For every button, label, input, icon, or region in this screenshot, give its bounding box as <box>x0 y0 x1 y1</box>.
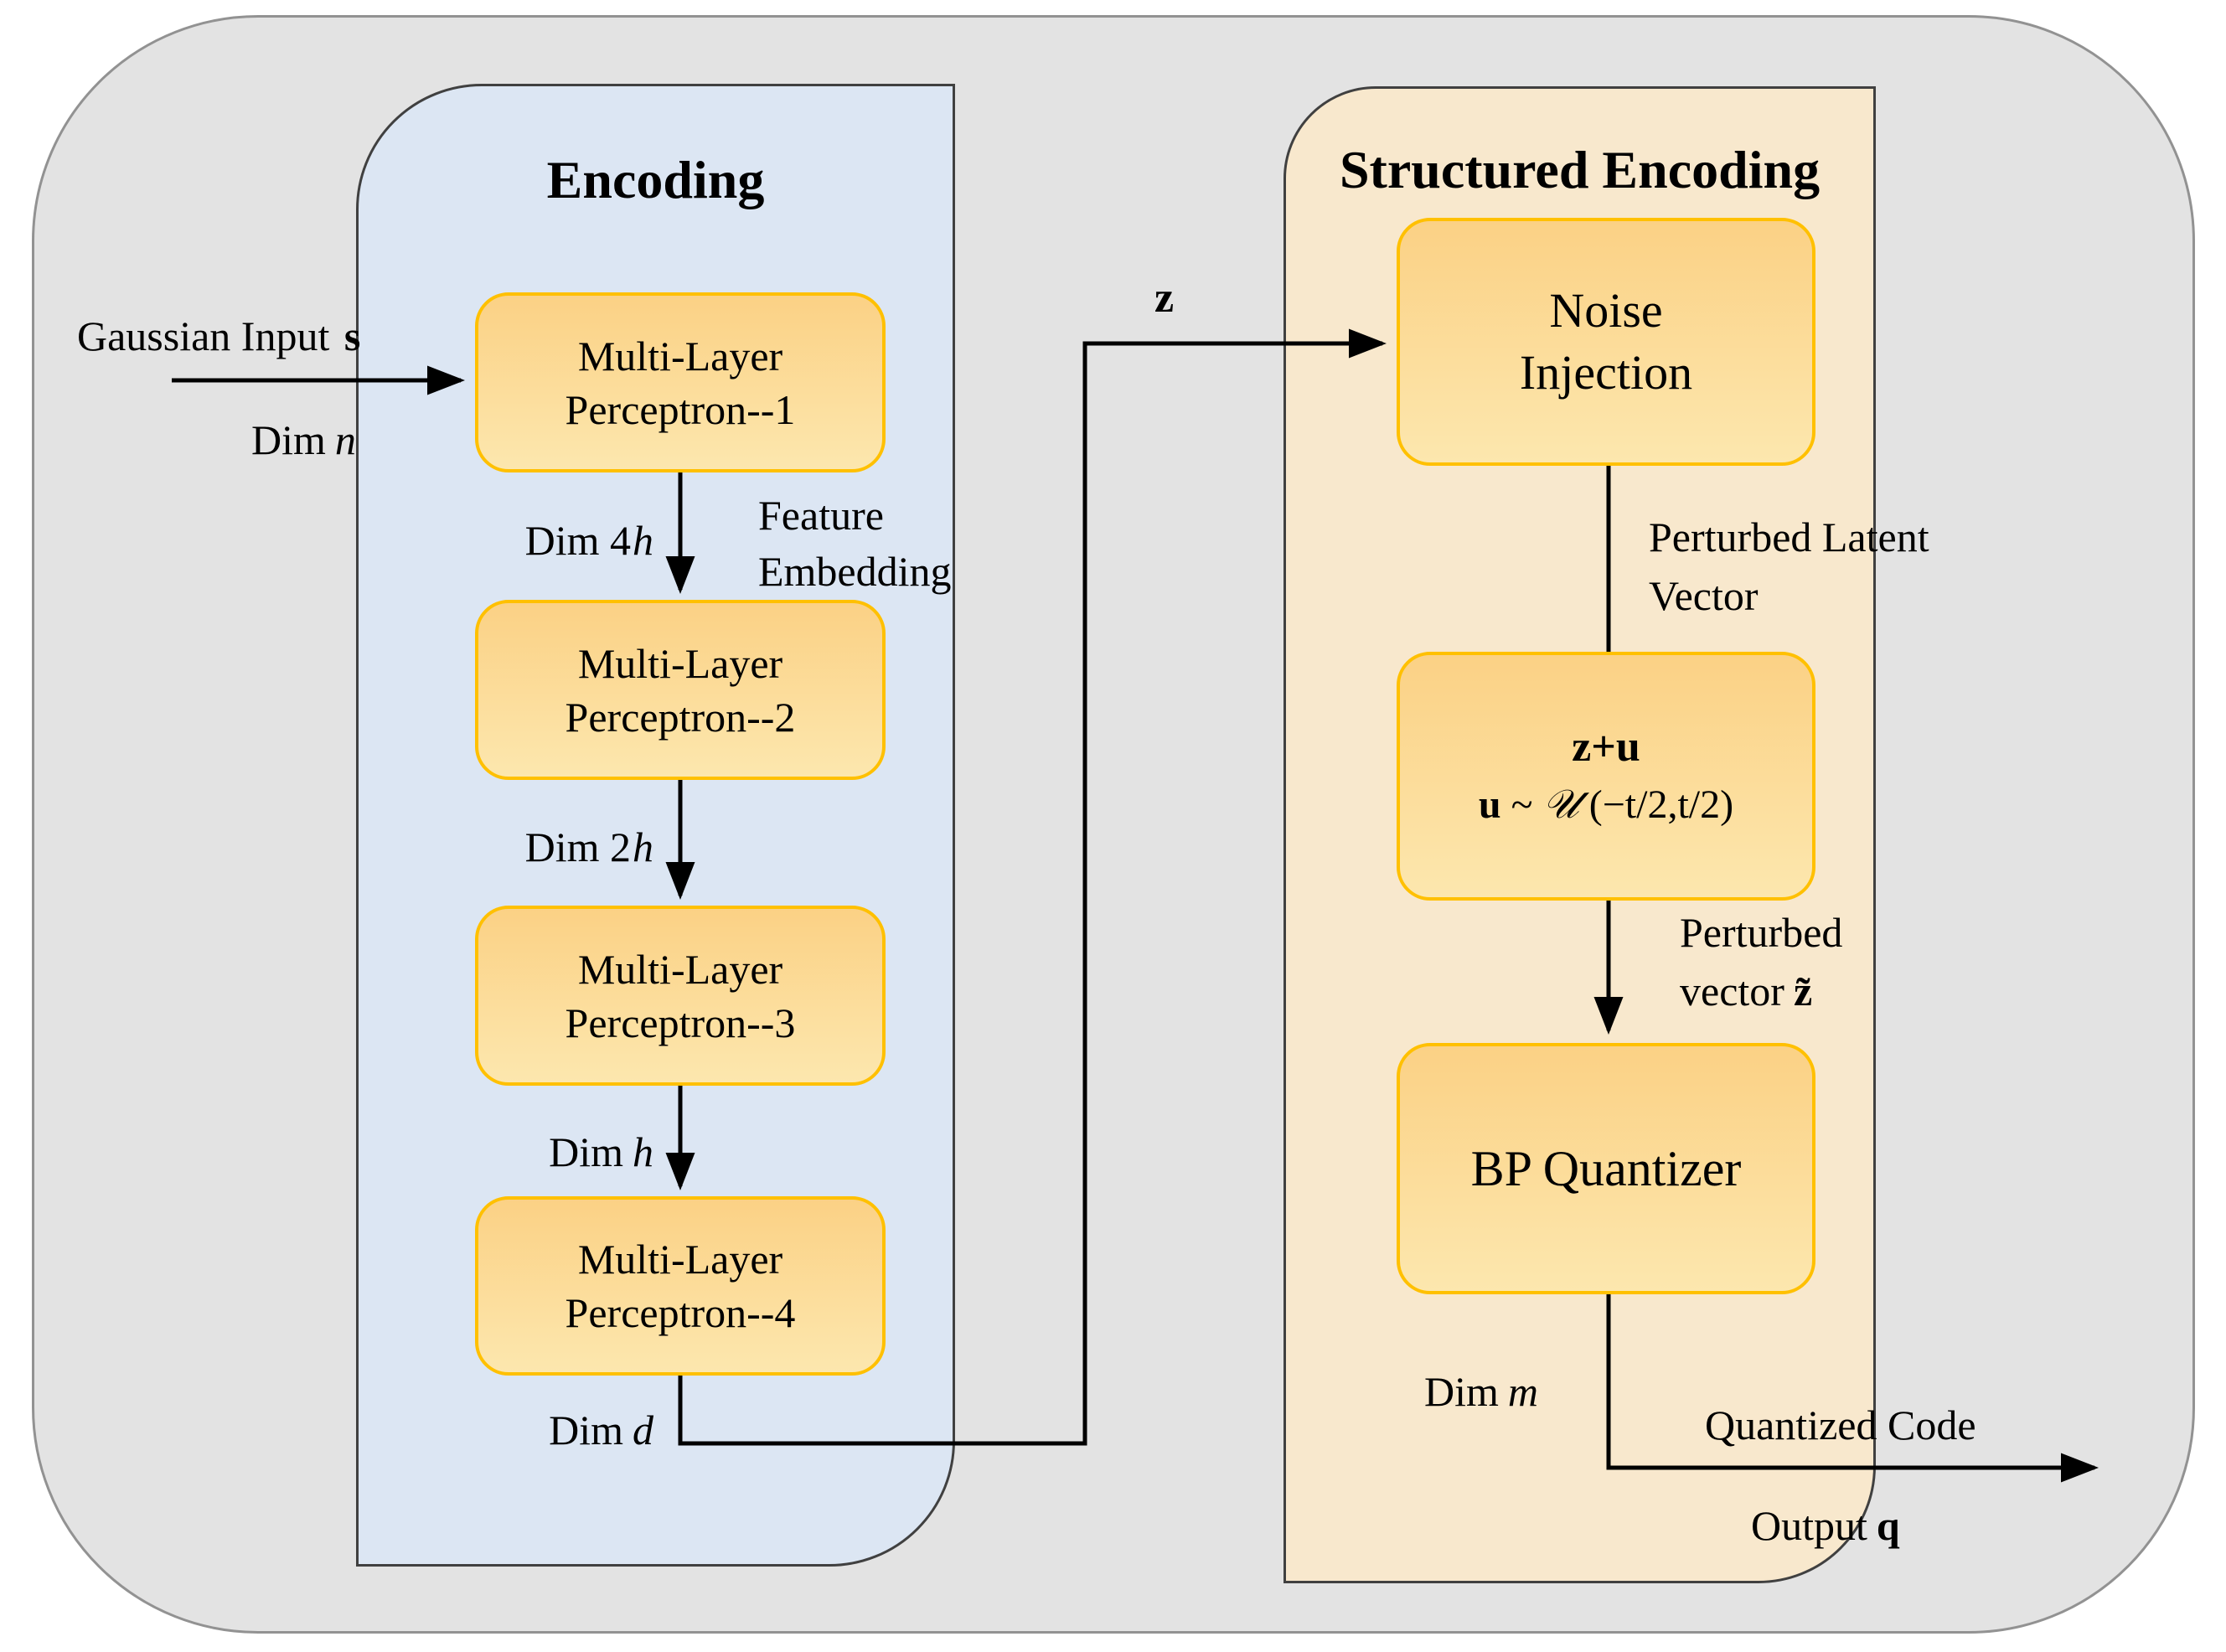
dim-2h-label: Dim 2h <box>478 819 653 875</box>
z-symbol-label: z <box>1154 274 1175 322</box>
structured-encoding-title: Structured Encoding <box>1339 140 1821 199</box>
mlp-1-line1: Multi-Layer <box>577 332 783 379</box>
dim-d-text: Dim <box>549 1407 623 1453</box>
noise-model-box: z+u u ~ 𝒰 (−t/2,t/2) <box>1397 652 1815 901</box>
feature-embedding-line2: Embedding <box>758 548 952 595</box>
perturbed-latent-line2: Vector <box>1649 572 1759 619</box>
output-arrow <box>1606 1294 2099 1483</box>
noise-injection-line1: Noise <box>1549 283 1663 338</box>
bp-quantizer-label: BP Quantizer <box>1470 1140 1742 1196</box>
noise-model-line1: z+u <box>1572 723 1640 771</box>
dim-4h-label: Dim 4h <box>478 513 653 569</box>
mlp-3-line1: Multi-Layer <box>577 945 783 993</box>
perturbed-latent-label: Perturbed Latent Vector <box>1649 508 1929 625</box>
dim-h-symbol: h <box>633 1128 653 1175</box>
mlp-1-box: Multi-Layer Perceptron--1 <box>475 292 886 472</box>
mlp-4-box: Multi-Layer Perceptron--4 <box>475 1196 886 1376</box>
output-text: Output <box>1751 1502 1867 1549</box>
encoding-title: Encoding <box>546 150 765 209</box>
noise-model-line2: u ~ 𝒰 (−t/2,t/2) <box>1479 776 1733 834</box>
bp-quantizer-box: BP Quantizer <box>1397 1043 1815 1294</box>
mlp-2-line1: Multi-Layer <box>577 639 783 687</box>
mlp-2-box: Multi-Layer Perceptron--2 <box>475 600 886 780</box>
dim-n-text: Dim <box>251 416 326 463</box>
input-symbol-s: s <box>343 312 361 359</box>
mlp-4-line2: Perceptron--4 <box>565 1289 796 1336</box>
noise-injection-box: Noise Injection <box>1397 218 1815 466</box>
feature-embedding-label: Feature Embedding <box>758 488 952 600</box>
feature-embedding-line1: Feature <box>758 492 884 539</box>
mlp-2-line2: Perceptron--2 <box>565 693 796 741</box>
dim-4h-text: Dim 4 <box>524 517 631 564</box>
mlp-3-line2: Perceptron--3 <box>565 999 796 1046</box>
mlp-3-box: Multi-Layer Perceptron--3 <box>475 906 886 1086</box>
dim-4h-symbol: h <box>633 517 653 564</box>
dim-m-symbol: m <box>1507 1368 1539 1415</box>
noise-injection-line2: Injection <box>1519 345 1693 400</box>
dim-2h-text: Dim 2 <box>524 823 631 870</box>
gaussian-input-label: Gaussian Input s <box>77 308 360 364</box>
dim-h-text: Dim <box>549 1128 623 1175</box>
mlp-1-line2: Perceptron--1 <box>565 385 796 433</box>
perturbed-vector-symbol: z̃ <box>1793 968 1813 1014</box>
perturbed-vector-text: vector <box>1680 968 1784 1014</box>
noise-model-range: (−t/2,t/2) <box>1578 782 1734 827</box>
perturbed-latent-line1: Perturbed Latent <box>1649 514 1929 560</box>
mlp-4-line1: Multi-Layer <box>577 1236 783 1283</box>
output-symbol-q: q <box>1876 1502 1900 1549</box>
dim-m-text: Dim <box>1424 1368 1499 1415</box>
gaussian-input-text: Gaussian Input <box>77 312 330 359</box>
noise-model-sim: ~ <box>1500 782 1543 827</box>
dim-d-symbol: d <box>633 1407 653 1453</box>
uniform-distribution-symbol: 𝒰 <box>1542 781 1579 828</box>
latent-z-connector <box>678 328 1387 1446</box>
dim-2h-symbol: h <box>633 823 653 870</box>
quantized-code-label: Quantized Code <box>1705 1402 1976 1448</box>
perturbed-vector-line1: Perturbed <box>1680 909 1843 956</box>
dim-n-symbol: n <box>334 416 356 463</box>
noise-model-u-symbol: u <box>1478 782 1501 827</box>
